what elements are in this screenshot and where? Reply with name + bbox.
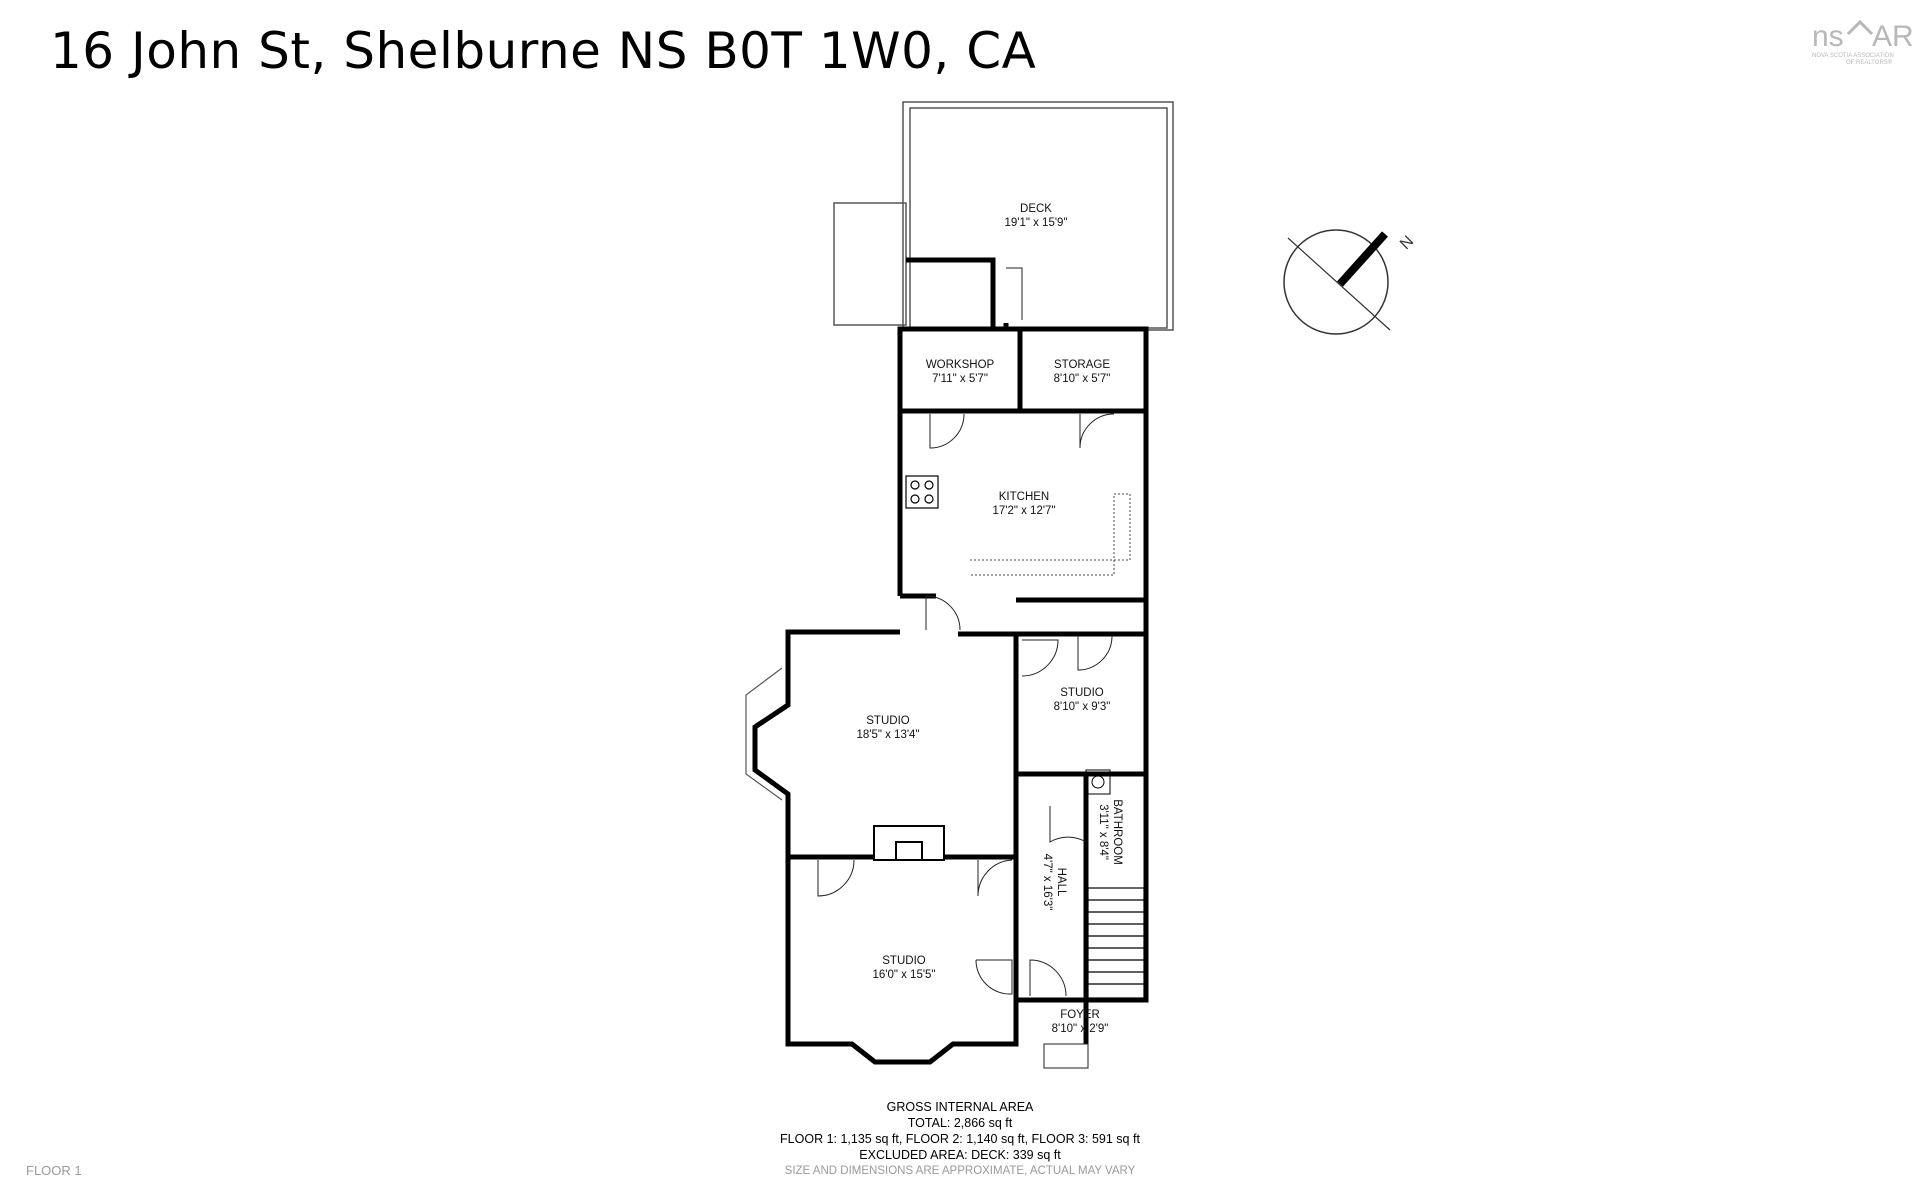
disclaimer: SIZE AND DIMENSIONS ARE APPROXIMATE, ACT… xyxy=(784,1165,1136,1177)
sink-icon xyxy=(1085,769,1111,795)
property-address: 16 John St, Shelburne NS B0T 1W0, CA xyxy=(50,22,1037,80)
logo-ar-text: AR xyxy=(1872,20,1914,53)
studio-small-dims: 8'10" x 9'3" xyxy=(1054,701,1111,713)
kitchen-name: KITCHEN xyxy=(999,491,1049,503)
gia-total: TOTAL: 2,866 sq ft xyxy=(907,1116,1013,1130)
walls xyxy=(752,257,1149,1065)
stove-icon xyxy=(905,475,939,509)
exterior-door xyxy=(1043,1043,1089,1069)
logo-roof-icon xyxy=(1846,19,1874,36)
deck-area xyxy=(833,101,1174,331)
kitchen-counter xyxy=(970,493,1131,576)
compass-icon: N xyxy=(1283,229,1417,335)
foyer-dims: 8'10" x 2'9" xyxy=(1052,1023,1109,1035)
fireplace xyxy=(873,825,945,861)
foyer-name: FOYER xyxy=(1060,1009,1100,1021)
studio-large-name: STUDIO xyxy=(866,715,910,727)
floor-label: FLOOR 1 xyxy=(26,1163,82,1178)
kitchen-dims: 17'2" x 12'7" xyxy=(992,505,1055,517)
hall-name: HALL xyxy=(1055,868,1067,897)
logo-tagline-2: OF REALTORS® xyxy=(1846,59,1893,66)
studio-front-dims: 16'0" x 15'5" xyxy=(872,969,935,981)
bathroom-name: BATHROOM xyxy=(1111,799,1123,865)
storage-dims: 8'10" x 5'7" xyxy=(1054,373,1111,385)
storage-name: STORAGE xyxy=(1054,359,1110,371)
deck-name: DECK xyxy=(1020,203,1052,215)
doors xyxy=(817,267,1115,997)
workshop-dims: 7'11" x 5'7" xyxy=(932,373,988,385)
stairs xyxy=(1087,887,1145,999)
bay-window xyxy=(745,667,783,801)
compass-north-label: N xyxy=(1397,233,1417,253)
gia-floors: FLOOR 1: 1,135 sq ft, FLOOR 2: 1,140 sq … xyxy=(780,1132,1140,1146)
studio-small-name: STUDIO xyxy=(1060,687,1104,699)
hall-dims: 4'7" x 16'3" xyxy=(1041,854,1053,911)
bathroom-dims: 3'11" x 8'4" xyxy=(1097,804,1109,860)
logo-ns-text: ns xyxy=(1812,20,1844,53)
deck-dims: 19'1" x 15'9" xyxy=(1004,217,1067,229)
studio-front-name: STUDIO xyxy=(882,955,926,967)
studio-large-dims: 18'5" x 13'4" xyxy=(856,729,919,741)
gia-excluded: EXCLUDED AREA: DECK: 339 sq ft xyxy=(859,1148,1061,1162)
workshop-name: WORKSHOP xyxy=(926,359,995,371)
logo-tagline-1: NOVA SCOTIA ASSOCIATION xyxy=(1812,53,1894,59)
gia-title: GROSS INTERNAL AREA xyxy=(886,1100,1034,1114)
nsar-logo: ns AR NOVA SCOTIA ASSOCIATION OF REALTOR… xyxy=(1812,19,1914,66)
